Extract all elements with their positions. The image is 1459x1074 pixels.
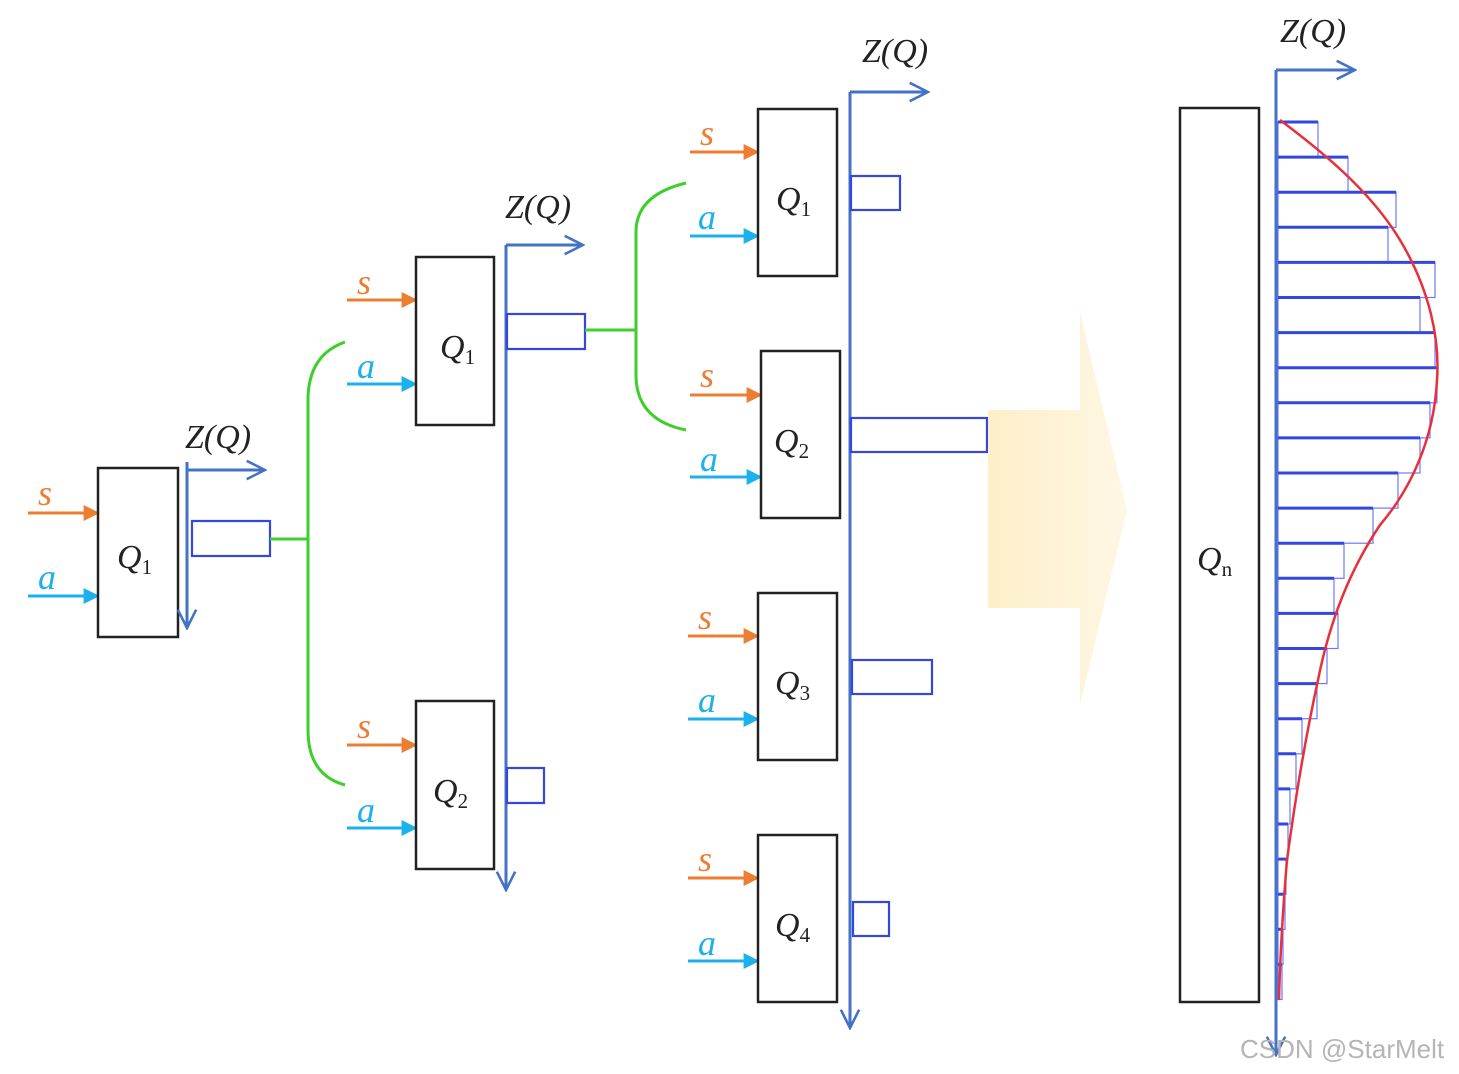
q-network-box [96,466,180,639]
q-subscript: 3 [800,681,811,705]
q-letter: Q [775,907,800,944]
return-bar [190,519,272,558]
z-axis-label: Z(Q) [1280,13,1346,50]
q-letter: Q [776,181,801,218]
histogram-bar [1277,788,1291,825]
histogram-bar [1277,718,1303,755]
q-letter: Q [440,329,465,366]
histogram-bar [1277,542,1345,579]
state-label: s [698,597,712,637]
histogram-bar [1277,823,1289,860]
histogram-bar [1277,507,1374,544]
q-network-box [756,591,839,762]
return-bar [849,416,989,454]
action-label: a [357,346,375,386]
density-curve [1277,119,1439,1001]
return-bar [505,312,587,351]
q-network-box [414,255,496,427]
stage-3: s a Q1 s a Q2 s a Q3 s a Q4 Z(Q) [688,33,989,1028]
state-label: s [38,473,52,513]
q-subscript: 1 [801,197,812,221]
histogram-bar [1277,296,1421,334]
z-axis-label: Z(Q) [862,33,928,70]
histogram-bar [1277,156,1349,193]
transition-arrow [988,312,1127,705]
split-bracket [634,181,687,432]
q-subscript: 4 [800,923,811,947]
q-network-label: Q3 [775,665,810,705]
histogram-bar [1277,402,1431,439]
histogram-bar [1277,226,1389,264]
q-letter: Q [433,773,458,810]
action-label: a [357,790,375,830]
stage-final: Qn Z(Q) [1178,13,1439,1055]
q-subscript: 2 [799,439,810,463]
return-distribution-histogram [1277,120,1438,1001]
q-network-label: Q4 [775,907,811,947]
watermark: CSDN @StarMelt [1240,1034,1445,1064]
q-network-label: Q1 [117,539,152,579]
action-label: a [38,557,56,597]
q-network-label: Q2 [774,423,809,463]
return-bar [850,658,934,696]
histogram-bar [1277,753,1297,790]
histogram-bar [1277,437,1421,474]
return-bar [505,766,546,805]
q-subscript: 1 [142,555,153,579]
q-letter: Q [1197,541,1222,578]
z-axis-label: Z(Q) [505,189,571,226]
state-label: s [357,706,371,746]
q-network-label: Q1 [440,329,475,369]
state-label: s [698,839,712,879]
action-label: a [698,197,716,237]
q-network-label: Q1 [776,181,811,221]
q-network-box [756,833,839,1004]
action-label: a [698,680,716,720]
q-letter: Q [774,423,799,460]
state-label: s [700,355,714,395]
q-letter: Q [775,665,800,702]
histogram-bar [1277,367,1438,404]
action-label: a [698,923,716,963]
state-label: s [357,262,371,302]
z-axis-label: Z(Q) [185,419,251,456]
histogram-bar [1277,191,1397,228]
q-network-label: Qn [1197,541,1233,581]
q-network-box [1178,106,1261,1004]
split-bracket [306,340,346,787]
stage-1: s a Q1 Z(Q) [28,340,346,787]
state-label: s [700,113,714,153]
q-subscript: n [1222,557,1233,581]
q-network-box [414,699,496,871]
q-subscript: 1 [465,345,476,369]
histogram-bar [1277,577,1335,614]
return-bar [851,900,891,938]
histogram-bar [1277,261,1436,299]
histogram-bar [1277,472,1399,509]
action-label: a [700,439,718,479]
histogram-bar [1277,612,1339,650]
histogram-bar [1277,332,1436,369]
q-letter: Q [117,539,142,576]
q-network-label: Q2 [433,773,468,813]
stage-2: s a Q1 s a Q2 Z(Q) [347,181,687,890]
histogram-bar [1277,121,1319,158]
histogram-bar [1277,647,1328,685]
q-network-box [759,349,842,520]
return-bar [849,174,902,212]
q-network-box [756,107,839,278]
q-subscript: 2 [458,789,469,813]
